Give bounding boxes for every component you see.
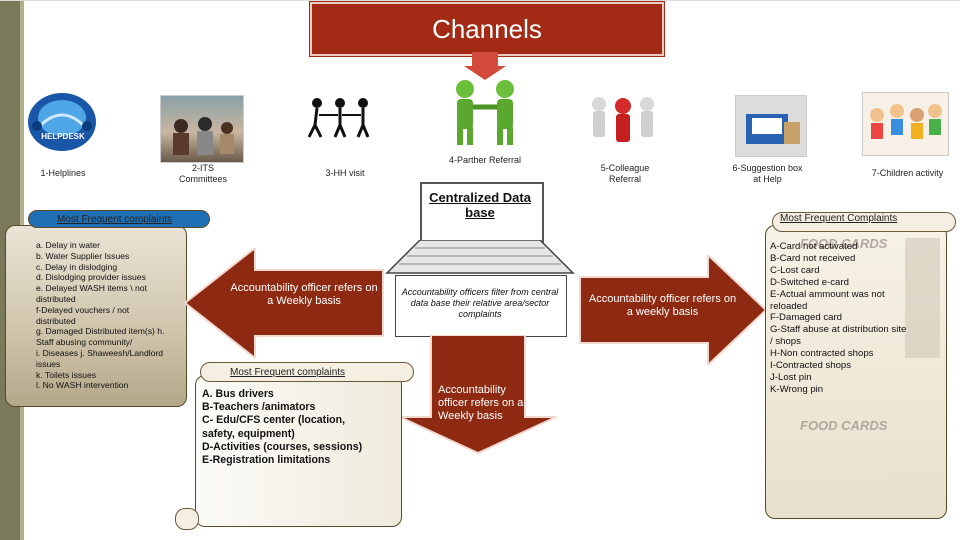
channel-label-its-committees: 2-ITS Committees <box>178 163 227 184</box>
channel-label-suggestion-box: 6-Suggestion box at Help <box>732 163 803 184</box>
page-title: Channels <box>310 2 664 56</box>
right-complaints-list: A-Card not activated B-Card not received… <box>770 241 945 396</box>
center-scroll-curl <box>175 508 199 530</box>
list-item: e. Delayed WASH items \ not <box>36 283 147 294</box>
down-arrow-text: Accountability officer refers on a Weekl… <box>438 384 524 422</box>
food-cards-title-bottom: FOOD CARDS <box>800 418 888 433</box>
channel-label-partner-referral: 4-Parther Referral <box>448 155 522 165</box>
list-item: D-Activities (courses, sessions) <box>202 440 363 453</box>
list-item: K-Wrong pin <box>770 383 824 395</box>
down-arrow <box>399 335 557 455</box>
list-item: B-Teachers /animators <box>202 401 316 414</box>
center-scroll-roll <box>200 362 414 382</box>
list-item: G-Staff abuse at distribution site <box>770 324 907 336</box>
list-item: E-Actual ammount was not <box>770 288 885 300</box>
list-item: f-Delayed vouchers / not <box>36 304 130 315</box>
list-item: g. Damaged Distributed item(s) h. <box>36 326 165 337</box>
partner-handshake-icon <box>456 80 514 145</box>
helpdesk-logo: HELPDESK <box>25 90 100 155</box>
list-item: I-Contracted shops <box>770 360 852 372</box>
list-item: d. Dislodging provider issues <box>36 272 146 283</box>
list-item: C-Lost card <box>770 264 820 276</box>
list-item: issues <box>36 358 61 369</box>
center-complaints-scroll <box>195 375 402 527</box>
list-item: safety, equipment) <box>202 427 295 440</box>
food-cards-title-top: FOOD CARDS <box>800 236 888 251</box>
list-item: H-Non contracted shops <box>770 348 874 360</box>
list-item: Staff abusing community/ <box>36 337 133 348</box>
channel-label-helplines: 1-Helplines <box>40 168 86 178</box>
food-cards-margin <box>905 238 940 358</box>
left-arrow-text: Accountability officer refers on a Weekl… <box>230 282 378 307</box>
channel-label-hh-visit: 3-HH visit <box>325 168 365 178</box>
right-arrow <box>579 255 768 365</box>
list-item: J-Lost pin <box>770 371 812 383</box>
list-item: l. No WASH intervention <box>36 380 129 391</box>
left-arrow <box>185 248 384 358</box>
hh-visit-figures-icon <box>307 98 370 138</box>
children-activity-picture <box>862 92 949 156</box>
list-item: reloaded <box>770 300 808 312</box>
list-item: A. Bus drivers <box>202 388 274 400</box>
list-item: C- Edu/CFS center (location, <box>202 414 346 427</box>
channel-label-colleague-referral: 5-Colleague Referral <box>600 163 650 184</box>
database-title: Centralized Data base <box>429 190 531 220</box>
colleague-figures-icon <box>592 97 654 142</box>
list-item: c. Delay in dislodging <box>36 261 118 272</box>
database-text: Accountability officers filter from cent… <box>401 287 559 319</box>
list-item: B-Card not received <box>770 252 856 264</box>
database-screen <box>420 182 544 244</box>
helpdesk-logo-text: HELPDESK <box>41 132 85 141</box>
list-item: i. Diseases j. Shaweesh/Landlord <box>36 347 164 358</box>
center-complaints-list: A. Bus drivers B-Teachers /animators C- … <box>202 388 397 467</box>
list-item: a. Delay in water <box>36 240 101 250</box>
left-complaints-list: a. Delay in water b. Water Supplier Issu… <box>36 240 186 391</box>
list-item: A-Card not activated <box>770 241 858 252</box>
channel-label-children-activity: 7-Children activity <box>871 168 944 178</box>
its-committee-photo <box>160 95 244 163</box>
right-scroll-heading: Most Frequent Complaints <box>780 213 898 224</box>
list-item: / shops <box>770 336 801 348</box>
list-item: k. Toilets issues <box>36 369 97 380</box>
right-arrow-text: Accountability officer refers on a weekl… <box>588 293 737 318</box>
top-rule <box>0 0 960 1</box>
laptop-keyboard <box>385 240 575 274</box>
left-scroll-heading: Most Frequent complaints <box>28 210 210 228</box>
left-complaints-scroll <box>5 225 187 407</box>
center-scroll-heading: Most Frequent complaints <box>230 367 346 378</box>
list-item: b. Water Supplier Issues <box>36 250 130 261</box>
list-item: E-Registration limitations <box>202 454 331 467</box>
list-item: distributed <box>36 293 76 304</box>
list-item: distributed <box>36 315 76 326</box>
suggestion-box-photo <box>735 95 807 157</box>
list-item: D-Switched e-card <box>770 276 849 288</box>
right-scroll-roll <box>772 212 956 232</box>
list-item: F-Damaged card <box>770 312 842 324</box>
title-connector <box>464 52 506 80</box>
